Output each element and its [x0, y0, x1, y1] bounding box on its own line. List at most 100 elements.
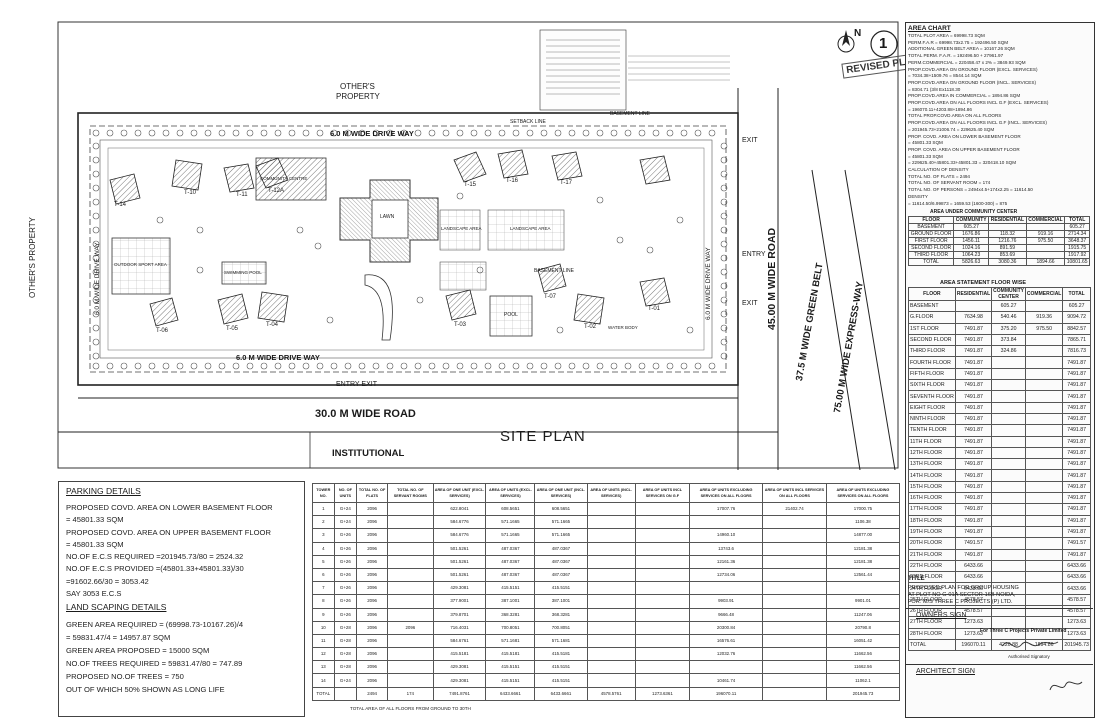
table-cell: 22TH FLOOR — [908, 559, 956, 573]
tree-icon — [92, 282, 100, 290]
outdoor-sport-label: OUTDOOR SPORT AREA — [114, 262, 167, 267]
table-cell: 7816.73 — [1062, 345, 1091, 358]
tree-icon — [196, 226, 204, 234]
table-cell: SECOND FLOOR — [908, 333, 956, 347]
area-chart-line: = 201945.73+21006.74 = 229625.40 SQM — [908, 126, 995, 132]
landscape-line: = 59831.47/4 = 14957.87 SQM — [66, 633, 171, 642]
area-chart-line: ADDITIONAL GREEN BELT AREA = 10167.26 SQ… — [908, 46, 1015, 52]
tree-icon — [92, 198, 100, 206]
parking-line: NO.OF E.C.S REQUIRED =201945.73/80 = 252… — [66, 552, 244, 562]
tree-icon — [666, 129, 674, 137]
area-chart-line: DENSITY — [908, 193, 928, 199]
table-cell — [387, 673, 434, 688]
table-cell: 7491.87 — [954, 469, 993, 482]
table-cell: 12 — [312, 647, 335, 662]
landscape-block-3 — [439, 261, 487, 291]
tree-icon — [260, 129, 268, 137]
tree-icon — [526, 362, 534, 370]
tree-icon — [512, 362, 520, 370]
tree-icon — [92, 296, 100, 304]
sheet-number: 1 — [879, 35, 888, 52]
tree-icon — [218, 129, 226, 137]
tree-icon — [720, 170, 728, 178]
table-cell — [586, 554, 636, 569]
table-cell: 5 — [312, 554, 335, 569]
table-cell: 415.5181 — [485, 647, 536, 662]
table-cell: 201945.73 — [825, 686, 901, 701]
table-cell: G+28 — [333, 660, 358, 675]
table-cell: 7491.87 — [1062, 480, 1091, 494]
tower-t15 — [453, 151, 487, 183]
divider — [905, 664, 1093, 665]
table-cell: 196070.11 — [689, 686, 764, 701]
north-label: N — [854, 28, 862, 39]
table-cell — [1024, 367, 1064, 381]
table-cell: 7 — [312, 581, 335, 596]
table-cell — [762, 607, 827, 622]
tree-icon — [92, 170, 100, 178]
landscape-block-2 — [487, 209, 565, 251]
table-cell: 18TH FLOOR — [908, 514, 956, 527]
landscape-heading: LAND SCAPING DETAILS — [66, 602, 167, 612]
tree-icon — [196, 266, 204, 274]
table-cell — [634, 554, 691, 569]
table-cell: THIRD FLOOR — [908, 345, 956, 358]
tree-icon — [596, 196, 604, 204]
table-cell — [1024, 537, 1064, 550]
table-cell: 12181.38 — [825, 554, 901, 569]
tree-icon — [330, 129, 338, 137]
area-chart-line: PERM.COMMERCIAL = 220458.47 x 2% = 3849.… — [908, 59, 1026, 65]
table-cell: 7491.87 — [1062, 367, 1091, 381]
table-cell: 7491.87 — [1062, 379, 1091, 392]
table-cell: 7491.87 — [1062, 412, 1091, 426]
tree-icon — [470, 129, 478, 137]
drive-way-bottom-label: 6.0 M WIDE DRIVE WAY — [236, 353, 320, 362]
tree-icon — [720, 352, 728, 360]
tree-icon — [92, 184, 100, 192]
tree-icon — [92, 212, 100, 220]
table-header-cell: AREA OF UNITS (EXCL. SERVICES) — [485, 483, 536, 503]
table-cell — [634, 515, 691, 530]
tree-icon — [296, 226, 304, 234]
tree-icon — [274, 129, 282, 137]
table-cell: SIXTH FLOOR — [908, 379, 956, 392]
table-cell: 700.8051 — [534, 620, 588, 635]
table-cell — [586, 673, 636, 688]
table-header-cell: AREA OF UNITS INCL SERVICES ON ALL FLOOR… — [762, 483, 827, 503]
table-cell: 2096 — [356, 554, 389, 569]
tower-t11 — [223, 163, 255, 193]
table-cell: 11TH FLOOR — [908, 435, 956, 448]
table-cell: 201945.73 — [1062, 638, 1091, 652]
parking-line: = 45801.33 SQM — [66, 539, 124, 549]
table-cell: 11247.06 — [825, 607, 901, 622]
tree-icon — [720, 296, 728, 304]
table-cell — [634, 528, 691, 543]
sheet-number-circle — [870, 30, 898, 58]
table-cell: 7491.87 — [1062, 424, 1091, 437]
basement-line-label-mid: BASEMENT LINE — [534, 268, 574, 274]
table-cell — [1024, 435, 1064, 448]
tree-icon — [358, 362, 366, 370]
table-cell: 6433.66 — [954, 559, 993, 573]
table-cell — [991, 548, 1026, 561]
area-chart-line: PROP. COVD. AREA ON LOWER BASEMENT FLOOR — [908, 133, 1021, 139]
tree-icon — [638, 129, 646, 137]
area-chart-line: PERM.F.A.R = 69998.73x2.75 = 192496.50 S… — [908, 39, 1009, 45]
table-cell: 12161.36 — [689, 554, 764, 569]
table-cell: 20790.8 — [825, 620, 901, 635]
table-cell: 584.6776 — [432, 528, 487, 543]
table-header-cell: AREA OF UNITS EXCLUDING SERVICES ON ALL … — [825, 483, 901, 503]
